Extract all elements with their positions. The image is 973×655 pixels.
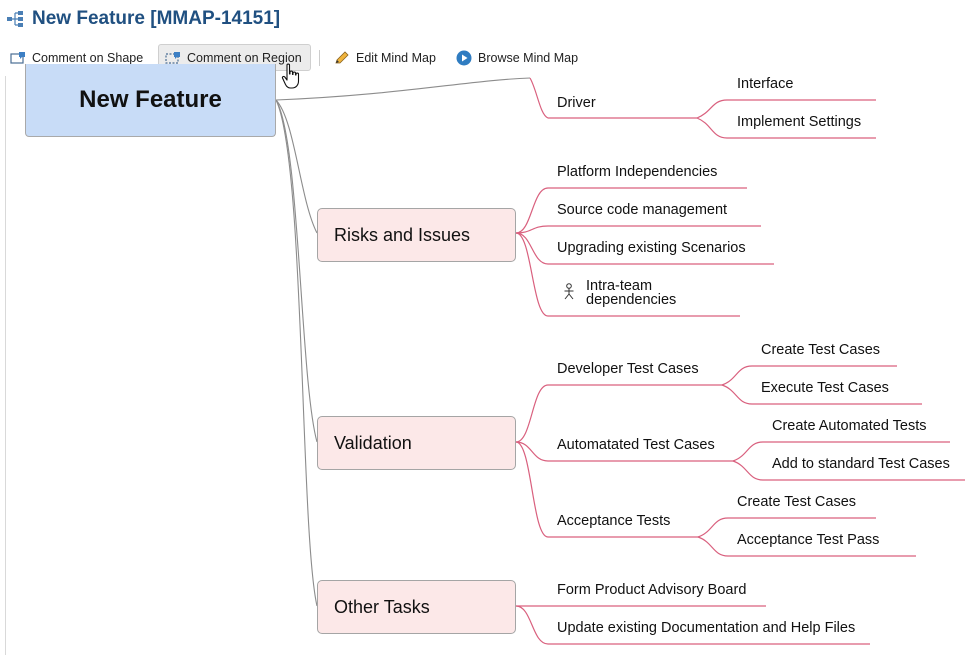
topic-developer-test-cases[interactable]: Developer Test Cases bbox=[557, 361, 699, 377]
pencil-icon bbox=[335, 50, 349, 63]
topic-intra-team-line1: Intra-team bbox=[586, 278, 653, 294]
hand-cursor-icon bbox=[281, 63, 300, 89]
connector-root-validation bbox=[275, 99, 318, 443]
topic-advisory-board[interactable]: Form Product Advisory Board bbox=[557, 582, 747, 598]
header-bar: New Feature [MMAP-14151] bbox=[0, 0, 973, 40]
connector-root-driver bbox=[275, 77, 531, 101]
play-icon bbox=[456, 50, 472, 65]
comment-on-region-label: Comment on Region bbox=[187, 50, 302, 65]
topic-platform-independencies[interactable]: Platform Independencies bbox=[557, 164, 718, 180]
connector-root-risks bbox=[275, 99, 318, 234]
topic-upgrading-scenarios[interactable]: Upgrading existing Scenarios bbox=[557, 240, 746, 256]
topic-automated-test-cases[interactable]: Automatated Test Cases bbox=[557, 437, 715, 453]
comment-region-icon bbox=[165, 51, 180, 64]
mindmap-icon bbox=[7, 11, 23, 27]
topic-intra-team-line2: dependencies bbox=[586, 292, 677, 308]
topic-create-test-cases-dev[interactable]: Create Test Cases bbox=[761, 342, 881, 358]
topic-add-standard-test-cases[interactable]: Add to standard Test Cases bbox=[772, 456, 950, 472]
topic-intra-team-dependencies[interactable]: Intra-team dependencies bbox=[586, 278, 677, 308]
topic-create-automated-tests[interactable]: Create Automated Tests bbox=[772, 418, 927, 434]
root-node[interactable]: New Feature bbox=[25, 64, 276, 137]
connector-root-other bbox=[275, 99, 318, 607]
canvas-border bbox=[5, 76, 6, 655]
topic-create-test-cases-acc[interactable]: Create Test Cases bbox=[737, 494, 857, 510]
edit-mind-map-label: Edit Mind Map bbox=[356, 50, 436, 65]
edit-mind-map-button[interactable]: Edit Mind Map bbox=[328, 44, 442, 71]
topic-acceptance-tests[interactable]: Acceptance Tests bbox=[557, 513, 671, 529]
actor-icon bbox=[564, 283, 574, 300]
topic-source-code-management[interactable]: Source code management bbox=[557, 202, 728, 218]
browse-mind-map-button[interactable]: Browse Mind Map bbox=[450, 44, 584, 71]
branch-node-risks[interactable]: Risks and Issues bbox=[317, 208, 516, 262]
comment-on-shape-label: Comment on Shape bbox=[32, 50, 144, 65]
toolbar-separator bbox=[319, 50, 320, 66]
topic-update-documentation[interactable]: Update existing Documentation and Help F… bbox=[557, 620, 856, 636]
comment-shape-icon bbox=[10, 51, 25, 64]
comment-on-shape-button[interactable]: Comment on Shape bbox=[4, 44, 149, 71]
browse-mind-map-label: Browse Mind Map bbox=[478, 50, 579, 65]
branch-node-validation[interactable]: Validation bbox=[317, 416, 516, 470]
branch-node-other[interactable]: Other Tasks bbox=[317, 580, 516, 634]
topic-implement-settings[interactable]: Implement Settings bbox=[737, 114, 862, 130]
page-title: New Feature [MMAP-14151] bbox=[32, 8, 281, 29]
topic-driver[interactable]: Driver bbox=[557, 95, 596, 111]
topic-acceptance-test-pass[interactable]: Acceptance Test Pass bbox=[737, 532, 880, 548]
topic-interface[interactable]: Interface bbox=[737, 76, 794, 92]
topic-execute-test-cases[interactable]: Execute Test Cases bbox=[761, 380, 889, 396]
